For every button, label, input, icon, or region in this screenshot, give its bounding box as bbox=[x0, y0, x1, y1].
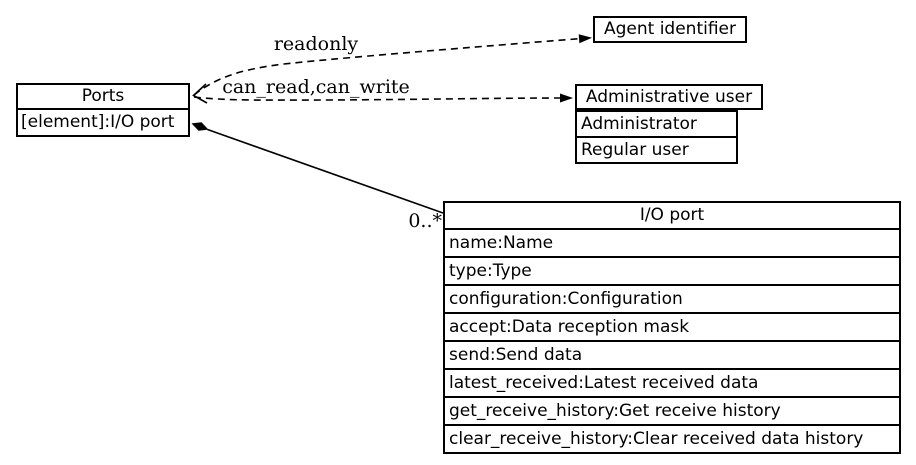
io-port-class-box: I/O port name:Name type:Type configurati… bbox=[443, 201, 901, 454]
ports-attribute: [element]:I/O port bbox=[18, 108, 188, 135]
administrative-user-box: Administrative user bbox=[575, 84, 763, 110]
administrative-user-values: Administrator Regular user bbox=[575, 110, 738, 164]
io-port-attribute: clear_receive_history:Clear received dat… bbox=[445, 424, 899, 452]
can-read-write-arrowhead-icon bbox=[560, 93, 573, 103]
administrative-user-title: Administrative user bbox=[585, 86, 753, 107]
io-port-title: I/O port bbox=[639, 205, 705, 225]
readonly-edge-label: readonly bbox=[273, 33, 359, 55]
administrative-user-value: Administrator bbox=[581, 113, 697, 134]
io-port-attribute: configuration:Configuration bbox=[445, 284, 899, 312]
io-port-attribute: latest_received:Latest received data bbox=[445, 368, 899, 396]
io-port-attribute: send:Send data bbox=[445, 340, 899, 368]
composition-edge bbox=[207, 128, 444, 214]
can-read-write-edge-label: can_read,can_write bbox=[222, 76, 410, 98]
io-port-attribute: get_receive_history:Get receive history bbox=[445, 396, 899, 424]
readonly-arrowhead-icon bbox=[578, 34, 592, 44]
ports-class-box: Ports [element]:I/O port bbox=[16, 83, 190, 137]
composition-diamond-icon bbox=[191, 122, 209, 131]
io-port-attribute: name:Name bbox=[445, 228, 899, 256]
io-port-attribute: type:Type bbox=[445, 256, 899, 284]
open-vee-arrowhead-icon bbox=[192, 83, 208, 104]
administrative-user-value: Regular user bbox=[577, 136, 736, 162]
agent-identifier-title: Agent identifier bbox=[603, 19, 736, 39]
io-port-attribute: accept:Data reception mask bbox=[445, 312, 899, 340]
multiplicity-label: 0..* bbox=[408, 210, 442, 232]
agent-identifier-box: Agent identifier bbox=[593, 16, 747, 43]
ports-title: Ports bbox=[81, 86, 125, 106]
